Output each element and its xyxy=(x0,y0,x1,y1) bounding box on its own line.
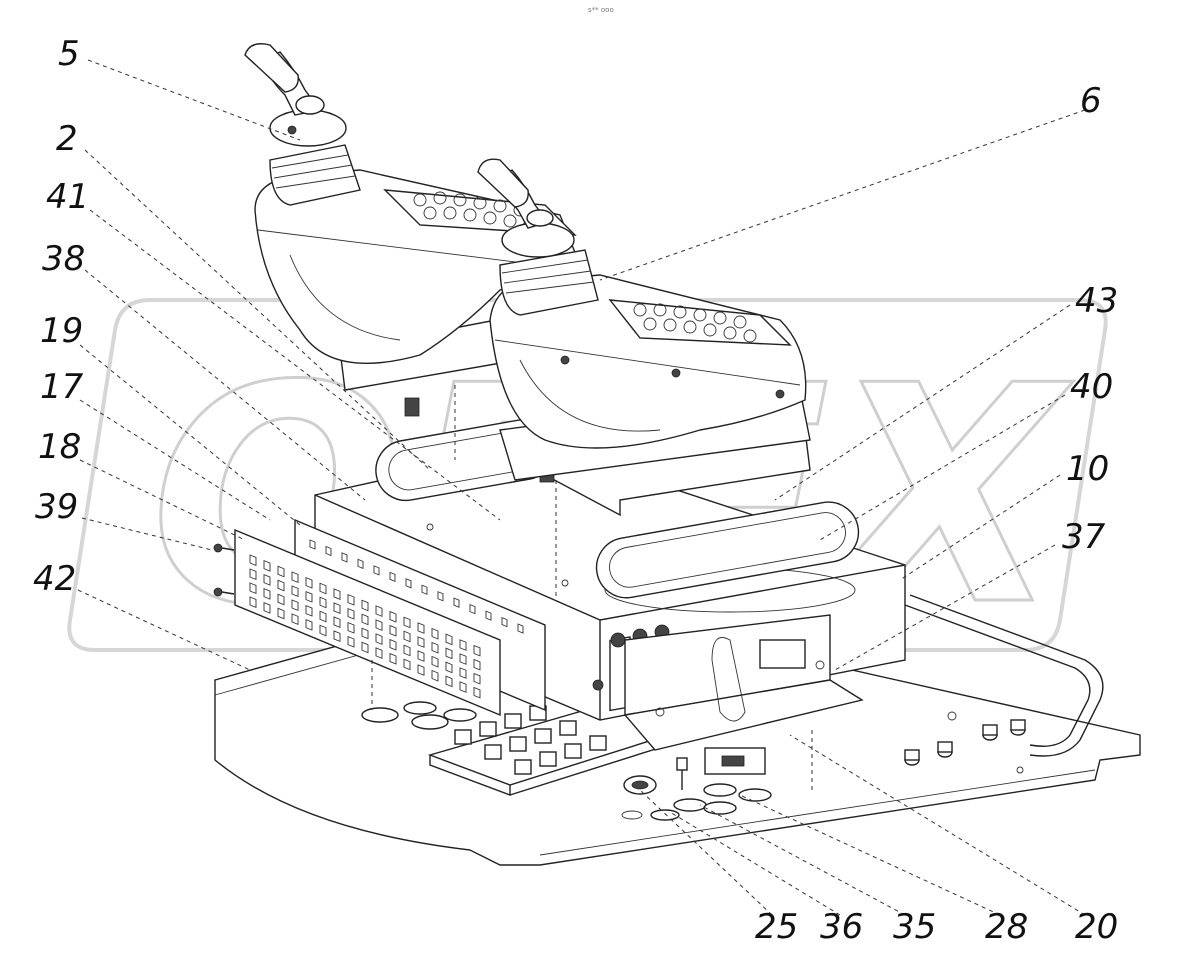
callout-25: 25 xyxy=(755,907,798,947)
callout-labels: 5 2 41 38 19 17 18 39 42 6 43 40 10 37 2… xyxy=(33,34,1118,947)
bracket-20 xyxy=(623,614,864,751)
callout-5: 5 xyxy=(58,34,80,74)
callout-10: 10 xyxy=(1066,449,1109,489)
joystick-console-right xyxy=(477,158,811,481)
callout-36: 36 xyxy=(820,907,863,947)
gasket-right xyxy=(595,501,860,599)
callout-40: 40 xyxy=(1070,367,1113,407)
callout-18: 18 xyxy=(38,427,81,467)
callout-20: 20 xyxy=(1075,907,1118,947)
connector-28 xyxy=(676,747,766,790)
callout-6: 6 xyxy=(1080,81,1102,121)
header-note: s** ooo xyxy=(588,6,614,14)
callout-28: 28 xyxy=(985,907,1028,947)
callout-43: 43 xyxy=(1075,281,1118,321)
callout-17: 17 xyxy=(40,367,84,407)
callout-35: 35 xyxy=(893,907,936,947)
screws-39 xyxy=(213,543,235,597)
leader-lines xyxy=(77,59,1086,916)
callout-38: 38 xyxy=(42,239,85,279)
callout-19: 19 xyxy=(40,311,83,351)
plate-fittings xyxy=(904,711,1026,774)
callout-41: 41 xyxy=(46,177,89,217)
callout-39: 39 xyxy=(35,487,78,527)
callout-2: 2 xyxy=(56,119,78,159)
callout-37: 37 xyxy=(1062,517,1106,557)
terminal-panels xyxy=(213,518,546,717)
panel-holes xyxy=(249,539,524,699)
grommets xyxy=(361,701,772,821)
callout-42: 42 xyxy=(33,559,76,599)
assembly-lines xyxy=(371,385,813,790)
